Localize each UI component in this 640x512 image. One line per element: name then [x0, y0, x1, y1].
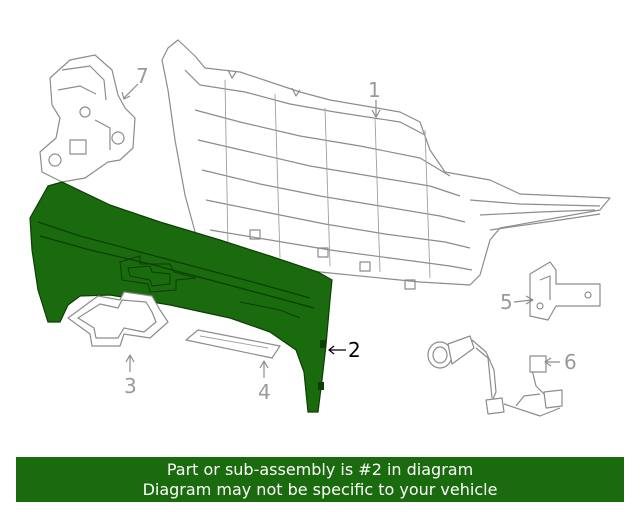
callout-1[interactable]: 1	[368, 78, 381, 102]
leader-7	[123, 83, 139, 99]
callout-3[interactable]: 3	[124, 374, 137, 398]
leader-3	[125, 354, 135, 372]
leader-2	[328, 345, 346, 355]
part-1-grille-frame[interactable]	[161, 39, 611, 290]
callout-4[interactable]: 4	[258, 380, 271, 404]
leader-5	[513, 295, 534, 305]
leader-4	[259, 360, 269, 378]
part-4-nameplate[interactable]	[185, 329, 281, 359]
info-banner: Part or sub-assembly is #2 in diagram Di…	[16, 457, 624, 502]
leader-1	[371, 100, 381, 118]
callout-7[interactable]: 7	[136, 64, 149, 88]
part-7-bracket[interactable]	[39, 54, 136, 183]
banner-line-1: Part or sub-assembly is #2 in diagram	[166, 459, 474, 479]
part-6-harness[interactable]	[427, 335, 563, 417]
callout-2[interactable]: 2	[348, 338, 361, 362]
leader-6	[544, 357, 560, 367]
callout-6[interactable]: 6	[564, 350, 577, 374]
part-5-bracket[interactable]	[529, 261, 601, 321]
leader-7-arrow	[121, 91, 131, 100]
part-3-emblem[interactable]	[67, 291, 169, 347]
callout-5[interactable]: 5	[500, 290, 513, 314]
part-2-fascia-highlighted[interactable]	[29, 181, 333, 413]
banner-line-2: Diagram may not be specific to your vehi…	[142, 479, 498, 499]
